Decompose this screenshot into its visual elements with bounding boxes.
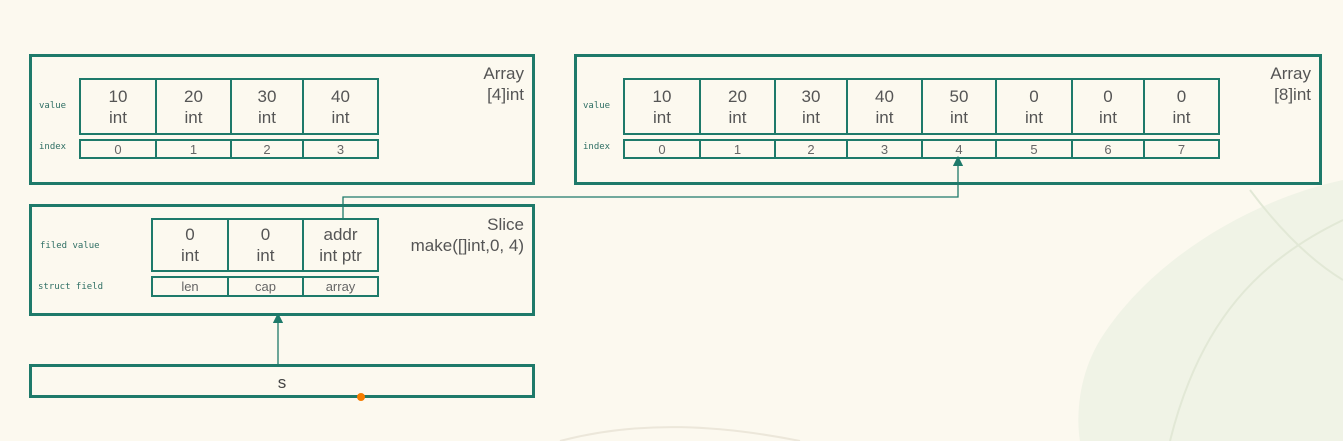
cell-type: int	[256, 246, 275, 265]
array4-value-cell: 40 int	[302, 78, 379, 135]
cell-type: int	[1025, 107, 1043, 127]
cell-value: 20	[728, 86, 747, 106]
array8-title: Array [8]int	[1270, 63, 1311, 105]
cell-type: int	[181, 246, 199, 265]
array8-index-cell: 5	[995, 139, 1073, 159]
cell-value: 30	[257, 86, 277, 106]
variable-s-label: s	[277, 373, 287, 392]
array8-index-cell: 2	[774, 139, 848, 159]
slice-value-cell: 0 int	[227, 218, 304, 272]
variable-s-box[interactable]: s	[29, 364, 535, 398]
cell-type: int	[258, 107, 276, 127]
cell-value: addr	[323, 225, 358, 244]
slice-title: Slice make([]int,0, 4)	[411, 214, 524, 256]
array4-container: Array [4]int	[29, 54, 535, 185]
array4-title: Array [4]int	[483, 63, 524, 105]
cell-type: int	[875, 107, 894, 127]
array8-index-cell: 6	[1071, 139, 1145, 159]
slice-title-line2: make([]int,0, 4)	[410, 236, 524, 255]
array8-index-cell: 4	[921, 139, 997, 159]
slice-title-line1: Slice	[487, 215, 524, 234]
array8-value-cell: 0 int	[1143, 78, 1220, 135]
cell-value: 50	[949, 86, 969, 106]
cell-type: int	[802, 107, 820, 127]
array4-title-line1: Array	[483, 64, 524, 83]
cell-type: int	[1099, 107, 1117, 127]
connection-handle[interactable]	[357, 393, 365, 401]
array4-index-cell: 2	[230, 139, 304, 159]
cell-value: 30	[801, 86, 821, 106]
array8-value-cell: 10 int	[623, 78, 701, 135]
slice-field-cell: len	[151, 276, 229, 297]
array4-value-cell: 10 int	[79, 78, 157, 135]
array8-value-cell: 0 int	[1071, 78, 1145, 135]
cell-value: 0	[1103, 86, 1113, 106]
slice-field-label: struct field	[38, 282, 104, 292]
array4-value-cell: 30 int	[230, 78, 304, 135]
slice-field-cell: array	[302, 276, 379, 297]
cell-value: 0	[185, 225, 195, 244]
cell-value: 10	[652, 86, 672, 106]
array8-value-cell: 20 int	[699, 78, 776, 135]
slice-field-cell: cap	[227, 276, 304, 297]
cell-type: int	[950, 107, 968, 127]
array8-index-cell: 0	[623, 139, 701, 159]
array8-title-line2: [8]int	[1274, 85, 1311, 104]
slice-value-cell: addr int ptr	[302, 218, 379, 272]
array8-value-cell: 0 int	[995, 78, 1073, 135]
cell-value: 40	[875, 86, 894, 106]
array4-index-label: index	[39, 142, 67, 152]
cell-type: int	[184, 107, 203, 127]
cell-value: 0	[1029, 86, 1039, 106]
slice-value-cell: 0 int	[151, 218, 229, 272]
cell-value: 40	[331, 86, 350, 106]
array8-index-cell: 7	[1143, 139, 1220, 159]
array8-index-cell: 3	[846, 139, 923, 159]
array8-value-label: value	[583, 101, 611, 111]
cell-value: 10	[108, 86, 128, 106]
array8-value-cell: 30 int	[774, 78, 848, 135]
array8-title-line1: Array	[1270, 64, 1311, 83]
cell-type: int	[1172, 107, 1191, 127]
cell-type: int	[109, 107, 127, 127]
cell-type: int	[331, 107, 350, 127]
array8-value-cell: 40 int	[846, 78, 923, 135]
array4-index-cell: 3	[302, 139, 379, 159]
array4-title-line2: [4]int	[487, 85, 524, 104]
array4-index-cell: 0	[79, 139, 157, 159]
cell-type: int	[653, 107, 671, 127]
array8-index-cell: 1	[699, 139, 776, 159]
cell-type: int	[728, 107, 747, 127]
array4-index-cell: 1	[155, 139, 232, 159]
array4-value-cell: 20 int	[155, 78, 232, 135]
array4-value-label: value	[39, 101, 67, 111]
cell-value: 0	[260, 225, 271, 244]
cell-type: int ptr	[319, 246, 362, 265]
slice-value-label: filed value	[40, 241, 100, 251]
array8-value-cell: 50 int	[921, 78, 997, 135]
array8-index-label: index	[583, 142, 611, 152]
cell-value: 0	[1176, 86, 1187, 106]
cell-value: 20	[184, 86, 203, 106]
